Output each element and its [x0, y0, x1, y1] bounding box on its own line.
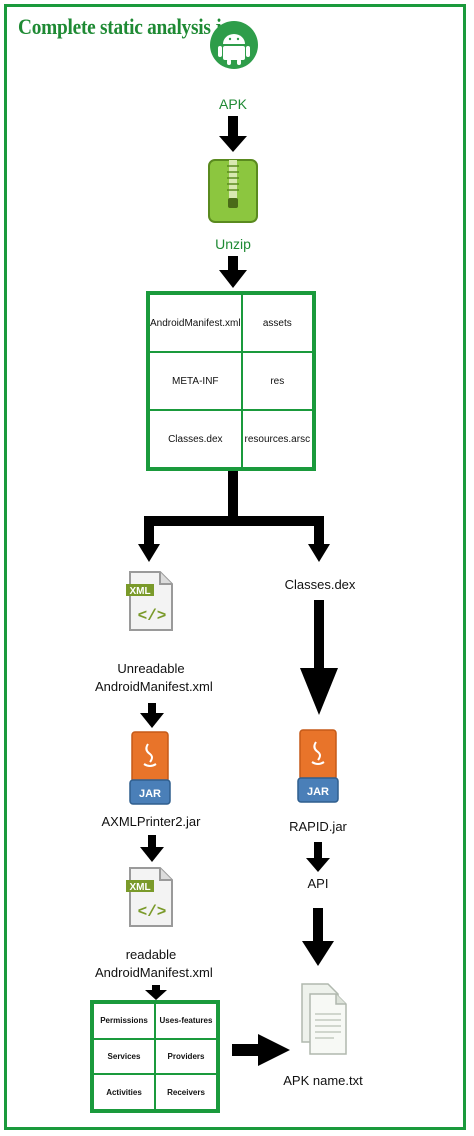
xml-file-icon: XML </> [126, 571, 173, 631]
apk-content-cell: AndroidManifest.xml [149, 294, 242, 352]
arrow-axml-to-xml [140, 835, 164, 862]
connector-branch [144, 471, 324, 546]
text-document-icon [301, 983, 347, 1055]
manifest-feature-cell: Services [93, 1038, 155, 1075]
apk-content-cell: META-INF [149, 352, 242, 410]
manifest-feature-cell: Uses-features [155, 1003, 217, 1039]
apk-contents-table: AndroidManifest.xml assets META-INF res … [146, 291, 316, 471]
apk-content-cell: Classes.dex [149, 410, 242, 468]
arrow-unreadable-to-axml [140, 703, 164, 728]
diagram-title: Complete static analysis jar [18, 14, 240, 39]
svg-text:XML: XML [129, 586, 150, 597]
apk-content-cell: assets [241, 294, 313, 352]
svg-text:JAR: JAR [307, 786, 329, 798]
unzip-label: Unzip [215, 236, 251, 252]
java-jar-icon: JAR [129, 731, 171, 805]
arrow-readable-to-features [145, 985, 167, 1000]
apk-label: APK [218, 96, 247, 112]
arrow-classes-to-rapid [300, 600, 338, 715]
rapid-jar-label: RAPID.jar [289, 819, 347, 834]
svg-text:</>: </> [138, 903, 167, 921]
zip-archive-icon [208, 159, 258, 223]
java-jar-icon: JAR [297, 729, 339, 803]
android-icon [210, 21, 258, 69]
diagram-frame [4, 4, 466, 1130]
svg-text:</>: </> [138, 607, 167, 625]
svg-text:XML: XML [129, 882, 150, 893]
arrow-to-xml [138, 544, 160, 562]
apk-content-cell: res [241, 352, 313, 410]
apk-content-cell: resources.arsc [241, 410, 313, 468]
manifest-features-table: Permissions Uses-features Services Provi… [90, 1000, 220, 1113]
manifest-feature-cell: Permissions [93, 1003, 155, 1039]
arrow-api-to-result [302, 908, 334, 966]
apk-name-txt-label: APK name.txt [283, 1073, 363, 1088]
unreadable-manifest-label: Unreadable AndroidManifest.xml [95, 661, 213, 694]
api-label: API [307, 876, 329, 891]
manifest-feature-cell: Receivers [155, 1074, 217, 1110]
readable-manifest-label: readable AndroidManifest.xml [95, 947, 213, 980]
arrow-to-classes [308, 544, 330, 562]
classes-dex-label: Classes.dex [284, 577, 356, 592]
arrow-rapid-to-api [306, 842, 330, 872]
arrow-unzip-to-table [219, 256, 247, 288]
axmlprinter-label: AXMLPrinter2.jar [101, 814, 201, 829]
svg-text:JAR: JAR [139, 788, 161, 800]
manifest-feature-cell: Activities [93, 1074, 155, 1110]
arrow-apk-to-unzip [219, 116, 247, 152]
manifest-feature-cell: Providers [155, 1038, 217, 1075]
xml-file-icon: XML </> [126, 867, 173, 927]
arrow-features-to-result [232, 1034, 290, 1066]
